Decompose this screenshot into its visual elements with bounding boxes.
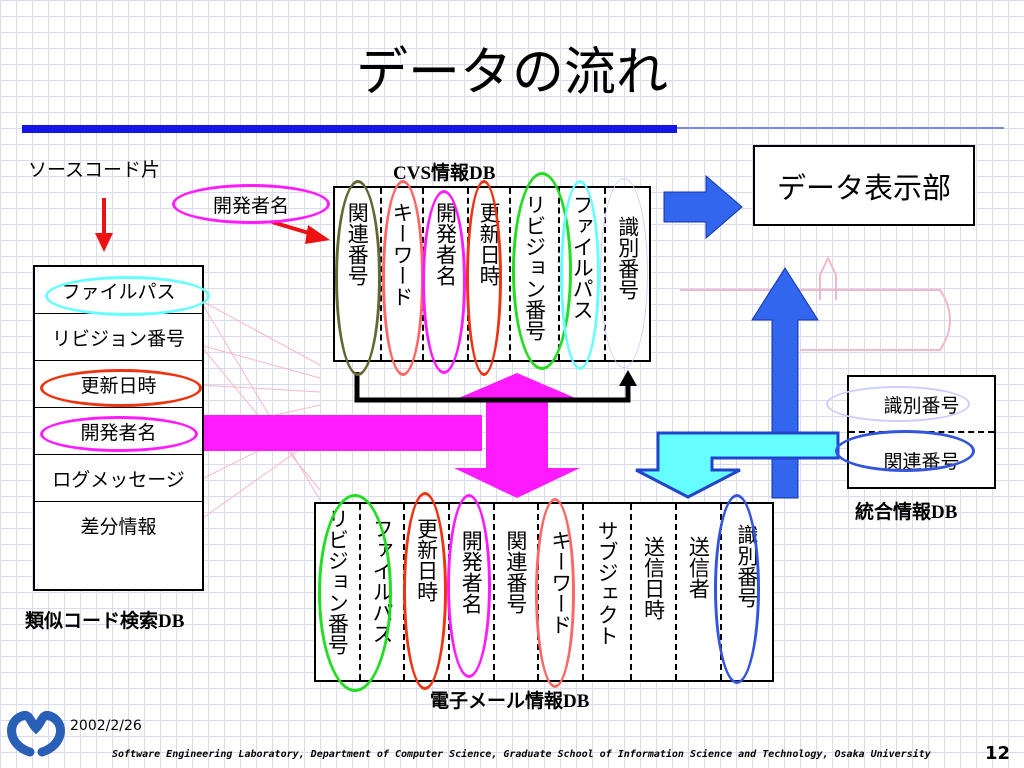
page-title: データの流れ <box>355 43 668 103</box>
ellipse-updated <box>466 180 502 376</box>
cvs-link-arrow <box>354 372 631 403</box>
ellipse-keyword-email <box>535 498 575 688</box>
email-col-label: 関連番号 <box>503 530 528 614</box>
ellipse-id-integrated <box>826 386 970 422</box>
ellipse-revision-email <box>318 494 392 692</box>
faint-outline-arrow <box>680 255 951 351</box>
ellipse-id-email <box>714 494 760 684</box>
email-col: 関連番号 <box>492 504 538 680</box>
footer-text: Software Engineering Laboratory, Departm… <box>112 749 931 760</box>
blue-up-arrow <box>751 267 819 499</box>
developer-bubble: 開発者名 <box>172 184 330 224</box>
cvs-db-label: CVS情報DB <box>393 163 496 184</box>
title-underline-thin <box>677 127 1004 129</box>
email-col: 送信日時 <box>630 504 675 680</box>
developer-bubble-label: 開発者名 <box>212 194 289 217</box>
footer-date: 2002/2/26 <box>70 718 142 734</box>
ellipse-updated-left <box>40 369 202 407</box>
email-col: 送信者 <box>675 504 720 680</box>
ellipse-related-no <box>335 180 381 376</box>
similar-db-row: リビジョン番号 <box>35 314 202 361</box>
source-label: ソースコード片 <box>28 159 161 181</box>
ellipse-developer-email <box>447 494 491 678</box>
ellipse-keyword <box>382 180 424 376</box>
similar-db-caption: 類似コード検索DB <box>25 611 185 632</box>
blue-right-arrow <box>663 174 743 240</box>
ellipse-developer <box>422 190 466 374</box>
email-col-label: サブジェクト <box>595 520 620 646</box>
data-display-box: データ表示部 <box>753 145 975 226</box>
magenta-flow-bar <box>200 415 482 451</box>
cyan-arrow <box>635 431 840 499</box>
similar-db-row: ログメッセージ <box>35 455 202 502</box>
ellipse-id-faint <box>600 178 648 368</box>
source-down-arrow <box>95 198 113 252</box>
ellipse-filepath-left <box>45 276 210 316</box>
ellipse-updated-email <box>403 492 447 690</box>
faint-link-lines <box>199 299 321 521</box>
email-db-caption: 電子メール情報DB <box>430 691 590 712</box>
integrated-db-caption: 統合情報DB <box>855 502 958 523</box>
title-underline <box>22 125 677 133</box>
page-number: 12 <box>985 743 1011 764</box>
developer-arrow <box>271 220 330 244</box>
similar-db-row: 差分情報 <box>80 515 157 538</box>
magenta-double-arrow <box>454 373 580 498</box>
email-col-label: 送信者 <box>686 536 711 599</box>
ellipse-filepath <box>560 180 600 370</box>
ellipse-developer-left <box>40 416 198 452</box>
email-col: サブジェクト <box>581 504 631 680</box>
email-col-label: 送信日時 <box>641 536 666 620</box>
ellipse-related-integrated <box>835 430 975 472</box>
